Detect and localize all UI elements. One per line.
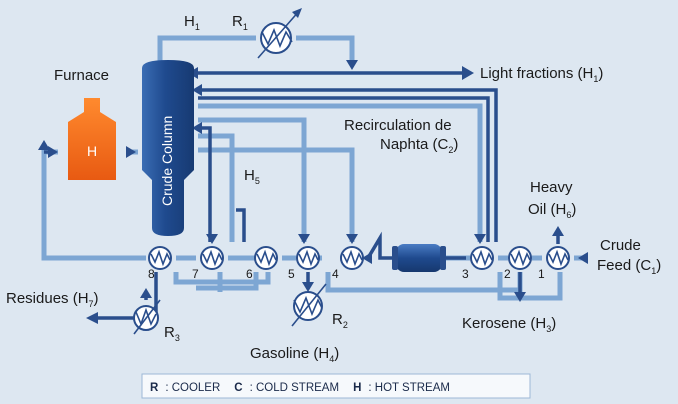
furnace: H: [68, 98, 116, 180]
legend-text: R : COOLER C : COLD STREAM H : HOT STREA…: [150, 378, 450, 395]
legend-box: R : COOLER C : COLD STREAM H : HOT STREA…: [141, 373, 531, 399]
heavy-oil-label-1: Heavy: [530, 179, 573, 196]
recirculation-label-1: Recirculation de: [344, 117, 452, 134]
heavy-oil-label-2: Oil (H6): [528, 201, 576, 220]
svg-text:8: 8: [148, 267, 155, 281]
exchanger-1: 1: [538, 246, 570, 281]
r1-label: R1: [232, 13, 248, 32]
naphtha-drum: [392, 244, 446, 272]
exchanger-7: 7: [192, 246, 224, 281]
furnace-h-label: H: [87, 143, 97, 159]
hot-pipes: [38, 60, 588, 324]
kerosene-label: Kerosene (H3): [462, 315, 556, 334]
column-label: Crude Column: [159, 116, 175, 206]
exchanger-6: 6: [246, 246, 278, 281]
exchanger-3: 3: [462, 246, 494, 281]
exchanger-4: 4: [332, 246, 364, 281]
svg-text:6: 6: [246, 267, 253, 281]
svg-text:7: 7: [192, 267, 199, 281]
furnace-label: Furnace: [54, 67, 109, 84]
cooler-r1: [257, 8, 302, 59]
exchanger-2: 2: [504, 246, 532, 281]
crude-feed-label-2: Feed (C1): [597, 257, 661, 276]
svg-text:2: 2: [504, 267, 511, 281]
svg-text:3: 3: [462, 267, 469, 281]
h5-label: H5: [244, 167, 260, 186]
exchanger-8: 8: [148, 246, 172, 281]
exchanger-5: 5: [288, 246, 320, 281]
residues-label: Residues (H7): [6, 290, 99, 309]
r3-label: R3: [164, 324, 180, 343]
svg-text:1: 1: [538, 267, 545, 281]
gasoline-label: Gasoline (H4): [250, 345, 339, 364]
cooler-r2: [291, 283, 327, 327]
h1-top-label: H1: [184, 13, 200, 32]
svg-text:4: 4: [332, 267, 339, 281]
recirculation-label-2: Naphta (C2): [380, 136, 458, 155]
crude-feed-label-1: Crude: [600, 237, 641, 254]
light-fractions-label: Light fractions (H1): [480, 65, 603, 84]
cooler-r3: [133, 299, 161, 335]
crude-column: Crude Column: [142, 60, 194, 236]
r2-label: R2: [332, 311, 348, 330]
svg-text:5: 5: [288, 267, 295, 281]
